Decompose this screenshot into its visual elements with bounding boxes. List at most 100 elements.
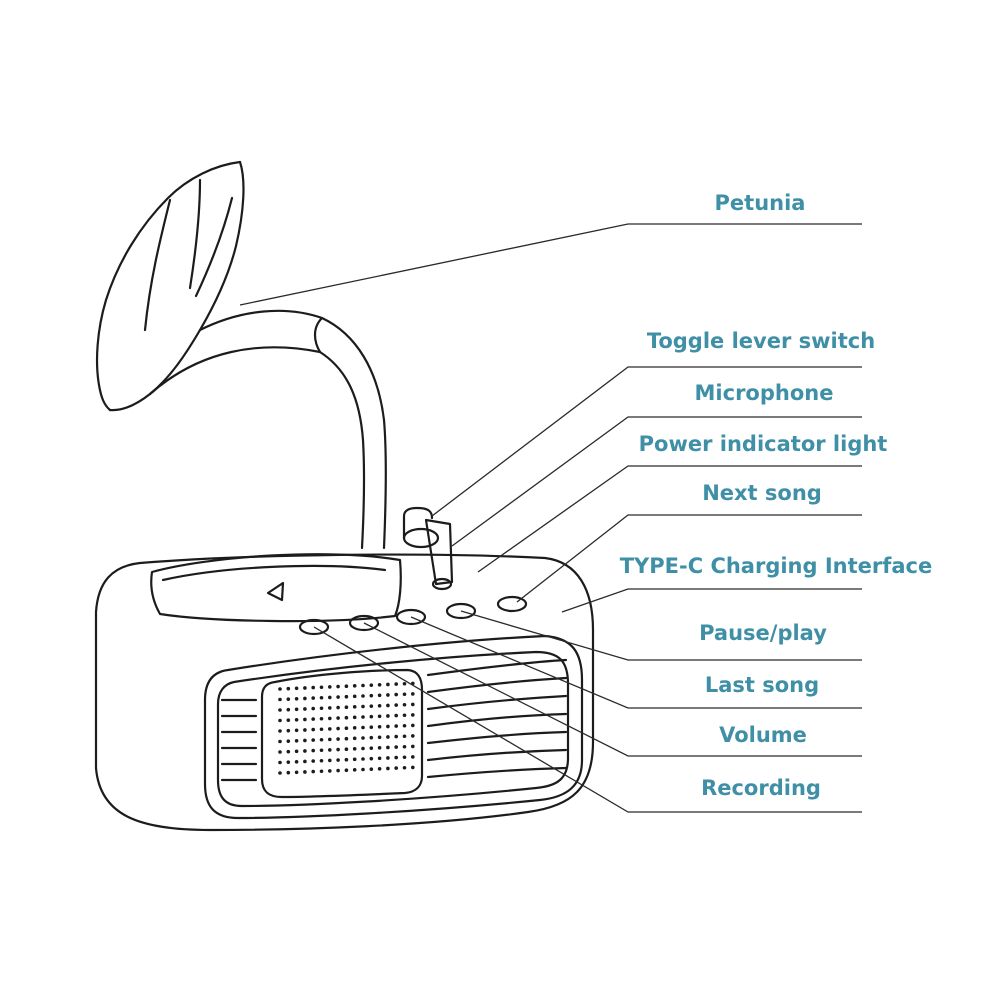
grill-dot — [411, 692, 415, 696]
grill-dot — [319, 685, 324, 690]
leader-pause — [460, 610, 862, 661]
grill-dot — [377, 714, 382, 719]
grill-dot — [369, 683, 374, 687]
grill-dot — [377, 735, 382, 740]
grill-dot — [394, 692, 399, 697]
label-pause-play: Pause/play — [699, 621, 827, 645]
grill-dot — [336, 747, 340, 752]
grill-dot — [344, 694, 349, 699]
grill-dot — [336, 737, 340, 741]
grill-dot — [328, 737, 332, 742]
grill-dot — [278, 687, 282, 691]
grill-dot — [361, 725, 365, 730]
grill-dot — [402, 744, 407, 749]
grill-dot — [352, 705, 357, 709]
grill-dot — [294, 686, 299, 691]
leader-toggle — [431, 366, 862, 517]
grill-dot — [336, 726, 340, 731]
grill-dot — [294, 718, 299, 722]
grill-dot — [411, 702, 415, 707]
grill-dot — [394, 766, 399, 770]
grill-dot — [361, 736, 365, 740]
grill-dot — [294, 739, 299, 743]
grill-dot — [278, 718, 282, 723]
last-song-button[interactable] — [395, 608, 427, 626]
label-volume: Volume — [719, 723, 807, 747]
grill-dot — [278, 750, 282, 754]
grill-dot — [411, 734, 415, 738]
label-recording: Recording — [701, 776, 821, 800]
grill-dot — [361, 746, 365, 751]
grill-dot — [411, 755, 415, 759]
grill-dot — [328, 706, 332, 710]
grill-dot — [386, 745, 390, 750]
grill-dot — [344, 747, 349, 751]
grill-dot — [394, 682, 399, 686]
label-last-song: Last song — [705, 673, 819, 697]
grill-dot — [336, 716, 340, 720]
grill-dot — [319, 769, 324, 774]
leader-recording — [313, 626, 862, 813]
gramophone-horn — [95, 160, 387, 550]
grill-dot — [369, 756, 374, 761]
label-power-indicator-light: Power indicator light — [639, 432, 888, 456]
grill-dot — [402, 692, 407, 697]
grill-dot — [294, 770, 299, 775]
grill-dot — [352, 684, 357, 688]
grill-dot — [344, 715, 349, 720]
grill-dot — [278, 697, 282, 702]
grill-dot — [386, 714, 390, 718]
grill-dot — [336, 695, 340, 699]
grill-dot — [311, 696, 316, 700]
grill-dot — [361, 767, 365, 772]
grill-dot — [311, 738, 316, 742]
grill-dot — [352, 715, 357, 720]
grill-dot — [394, 755, 399, 760]
grill-dot — [286, 686, 291, 691]
grill-dot — [377, 725, 382, 729]
grill-dot — [303, 738, 307, 743]
grill-dot — [386, 735, 390, 739]
grill-dot — [303, 749, 307, 753]
grill-dot — [352, 694, 357, 699]
grill-dot — [386, 756, 390, 760]
grill-dot — [278, 729, 282, 733]
grill-dot — [336, 684, 340, 689]
next-song-button[interactable] — [496, 595, 528, 613]
grill-dot — [286, 718, 291, 722]
grill-dot — [352, 726, 357, 730]
grill-dot — [328, 685, 332, 689]
grill-dot — [278, 760, 282, 765]
grill-dot — [361, 683, 365, 688]
grill-dot — [311, 706, 316, 711]
grill-dot — [328, 716, 332, 721]
toggle-lever — [402, 506, 454, 591]
grill-dot — [369, 704, 374, 708]
grill-dot — [369, 693, 374, 698]
recording-button[interactable] — [298, 618, 330, 636]
grill-dot — [352, 757, 357, 762]
grill-dot — [386, 682, 390, 687]
grill-dot — [286, 728, 291, 733]
grill-dot — [311, 759, 316, 763]
grill-dot — [303, 696, 307, 701]
leader-petunia — [239, 223, 862, 306]
grill-dot — [394, 703, 399, 707]
grill-dot — [344, 768, 349, 772]
grill-dot — [278, 771, 282, 775]
speaker-body — [94, 553, 595, 832]
grill-dot — [311, 685, 316, 690]
control-buttons — [298, 595, 528, 636]
grill-dot — [328, 727, 332, 731]
grill-dot — [402, 755, 407, 760]
pause-play-button[interactable] — [445, 602, 477, 620]
grill-dot — [294, 749, 299, 754]
grill-dot — [286, 770, 291, 775]
grill-dot — [411, 713, 415, 717]
grill-dot — [328, 769, 332, 773]
label-next-song: Next song — [702, 481, 822, 505]
grill-dot — [311, 769, 316, 774]
grill-dot — [369, 746, 374, 750]
grill-dot — [402, 713, 407, 718]
volume-button[interactable] — [348, 614, 380, 632]
